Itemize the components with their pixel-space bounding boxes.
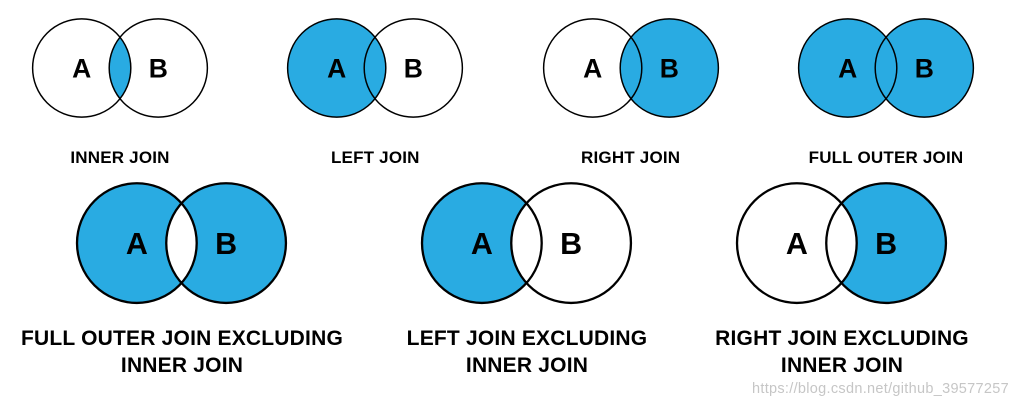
join-title-line: RIGHT JOIN: [581, 148, 681, 167]
circle-outline-a: [797, 18, 898, 118]
set-b-region: [826, 183, 946, 303]
circle-outline-b: [108, 18, 209, 118]
set-b-region: [875, 18, 974, 118]
set-b-region: [109, 18, 208, 118]
circle-outline-a: [735, 182, 858, 305]
join-title-right-join-excluding-inner-join: RIGHT JOIN EXCLUDING INNER JOIN: [715, 326, 969, 380]
join-title-line: RIGHT JOIN EXCLUDING: [715, 327, 969, 351]
set-a-label: A: [838, 54, 857, 84]
set-b-region: [619, 18, 719, 118]
set-a-label: A: [583, 54, 602, 84]
circle-outline-b: [510, 182, 633, 305]
set-a-label: A: [72, 54, 91, 84]
set-a-region: [77, 183, 197, 303]
join-title-left-join: LEFT JOIN: [331, 148, 420, 168]
join-title-line: FULL OUTER JOIN EXCLUDING: [21, 327, 343, 351]
set-a-region: [32, 18, 131, 118]
set-b-label: B: [404, 54, 423, 84]
join-title-line: LEFT JOIN: [330, 148, 420, 167]
set-b-region: [166, 183, 286, 303]
set-a-label: A: [786, 227, 808, 261]
set-a-region: [543, 18, 642, 118]
set-b-region: [364, 18, 463, 118]
watermark: https://blog.csdn.net/github_39577257: [752, 381, 1009, 397]
circle-outline-a: [75, 182, 198, 305]
set-a-region: [737, 183, 857, 303]
join-title-line: FULL OUTER JOIN: [808, 148, 964, 167]
set-a-label: A: [126, 227, 148, 261]
set-b-label: B: [915, 54, 934, 84]
join-title-right-join: RIGHT JOIN: [581, 148, 680, 168]
circle-outline-a: [31, 18, 132, 118]
set-b-label: B: [659, 54, 678, 84]
set-a-label: A: [327, 54, 346, 84]
circle-outline-a: [542, 18, 643, 118]
set-a-label: A: [471, 227, 493, 261]
set-a-region: [798, 18, 897, 118]
circle-outline-b: [165, 182, 288, 305]
join-title-full-outer-join: FULL OUTER JOIN: [809, 148, 964, 168]
circle-outline-b: [825, 182, 948, 305]
join-title-line: INNER JOIN: [465, 354, 589, 378]
set-a-region: [422, 183, 542, 303]
set-b-label: B: [560, 227, 582, 261]
join-title-line: INNER JOIN: [120, 354, 244, 378]
set-b-label: B: [875, 227, 897, 261]
circle-outline-b: [363, 18, 464, 118]
join-title-full-outer-join-excluding-inner-join: FULL OUTER JOIN EXCLUDING INNER JOIN: [21, 326, 343, 380]
join-title-line: INNER JOIN: [780, 354, 904, 378]
set-b-region: [511, 183, 631, 303]
set-b-label: B: [215, 227, 237, 261]
set-b-label: B: [149, 54, 168, 84]
circle-outline-b: [619, 18, 719, 118]
set-a-region: [287, 18, 387, 118]
circle-outline-b: [874, 18, 975, 118]
join-title-inner-join: INNER JOIN: [70, 148, 169, 168]
join-title-line: INNER JOIN: [70, 148, 170, 167]
join-title-line: LEFT JOIN EXCLUDING: [406, 327, 648, 351]
join-title-left-join-excluding-inner-join: LEFT JOIN EXCLUDING INNER JOIN: [407, 326, 648, 380]
circle-outline-a: [287, 18, 387, 118]
circle-outline-a: [420, 182, 543, 305]
